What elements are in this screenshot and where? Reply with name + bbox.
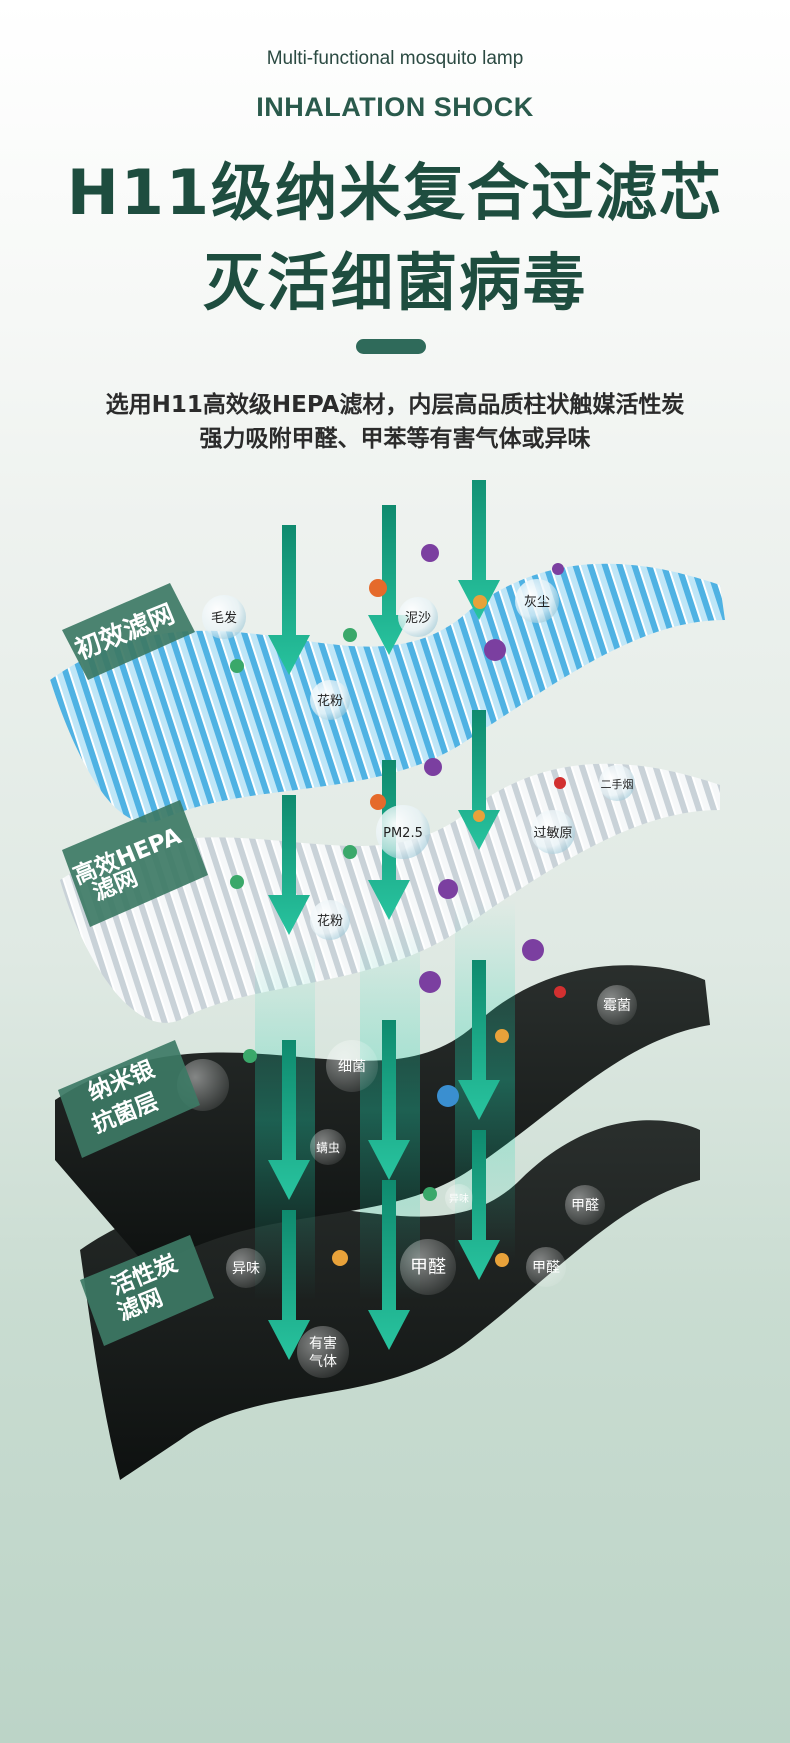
description-line-1: 选用H11高效级HEPA滤材，内层高品质柱状触媒活性炭 <box>105 392 685 418</box>
particle-label-mite: 螨虫 <box>316 1141 340 1155</box>
particle-bubble-icon <box>177 579 637 1378</box>
particle-label-smoke: 二手烟 <box>601 777 634 791</box>
particle-label-pollen-2: 花粉 <box>317 913 343 929</box>
layer-tag-hepa: 高效HEPA 滤网 <box>62 800 208 927</box>
layer-primary <box>50 563 725 823</box>
particle-label-pm25: PM2.5 <box>383 826 423 841</box>
description-line-2: 强力吸附甲醛、甲苯等有害气体或异味 <box>199 426 591 452</box>
main-title-line-1: H11级纳米复合过滤芯 <box>66 156 724 229</box>
bacteria-icon <box>230 544 566 1267</box>
particle-label-allergen: 过敏原 <box>533 826 572 841</box>
main-title-line-2: 灭活细菌病毒 <box>202 246 587 319</box>
layer-tag-carbon: 活性炭 滤网 <box>80 1235 214 1346</box>
particle-label-hair: 毛发 <box>211 610 237 626</box>
particle-label-formaldehyde-2: 甲醛 <box>410 1257 446 1278</box>
particle-label-mold: 霉菌 <box>603 998 631 1014</box>
filter-layers-illustration: 毛发 泥沙 灰尘 花粉 PM2.5 过敏原 二手烟 花粉 细菌 霉菌 螨虫 甲醛… <box>50 480 725 1480</box>
particle-label-gas: 气体 <box>309 1354 337 1370</box>
particle-label-odor-2: 异味 <box>449 1193 469 1205</box>
particle-label-odor: 异味 <box>232 1261 260 1277</box>
tagline-english: INHALATION SHOCK <box>256 92 534 122</box>
particle-label-sand: 泥沙 <box>405 611 431 626</box>
particle-label-formaldehyde: 甲醛 <box>571 1198 599 1214</box>
particle-label-dust: 灰尘 <box>524 595 550 610</box>
particle-label-bacteria: 细菌 <box>338 1059 366 1075</box>
divider-pill <box>356 339 426 354</box>
particle-label-formaldehyde-3: 甲醛 <box>532 1260 560 1276</box>
particle-label-harmful: 有害 <box>309 1336 337 1352</box>
particle-label-pollen: 花粉 <box>317 693 343 709</box>
subtitle-english: Multi-functional mosquito lamp <box>266 48 524 69</box>
